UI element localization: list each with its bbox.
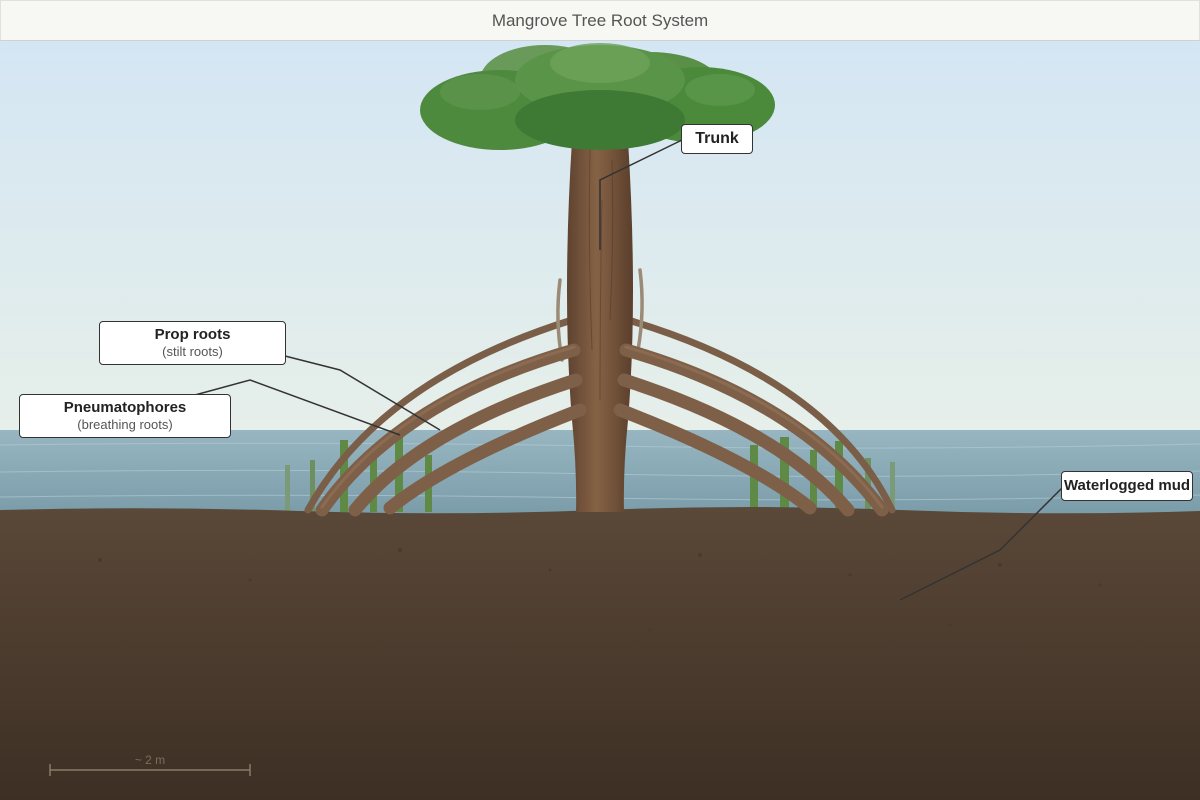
trunk-label: Trunk (681, 124, 753, 154)
mud-leader (899, 487, 1063, 601)
pneumatophores-leader (194, 379, 401, 436)
trunk-leader (599, 139, 683, 250)
prop-roots-sublabel: (stilt roots) (162, 344, 223, 359)
mud-label-text: Waterlogged mud (1063, 477, 1191, 494)
diagram-title: Mangrove Tree Root System (491, 10, 709, 30)
canopy (420, 43, 775, 150)
title-bar: Mangrove Tree Root System (0, 0, 1200, 41)
prop-roots-label-text: Prop roots (154, 326, 231, 343)
prop-roots-highlight (320, 345, 884, 509)
prop-roots-back (304, 316, 896, 514)
trunk-label-text: Trunk (695, 130, 739, 147)
scale-label: ~ 2 m (134, 753, 166, 767)
pneumatophores-label: Pneumatophores (breathing roots) (19, 394, 231, 438)
mud-specks (98, 548, 1102, 632)
prop-roots-label: Prop roots (stilt roots) (99, 321, 286, 365)
prop-roots-front (315, 343, 889, 517)
pneumatophores-sublabel: (breathing roots) (77, 417, 173, 432)
mud-label: Waterlogged mud (1061, 471, 1193, 501)
trunk-texture (588, 149, 614, 401)
waterlogged-mud (0, 507, 1200, 800)
pneumatophores-label-text: Pneumatophores (63, 399, 187, 416)
prop-roots-leader (284, 355, 441, 431)
scale-bar (49, 764, 251, 776)
leader-lines (194, 139, 1063, 601)
